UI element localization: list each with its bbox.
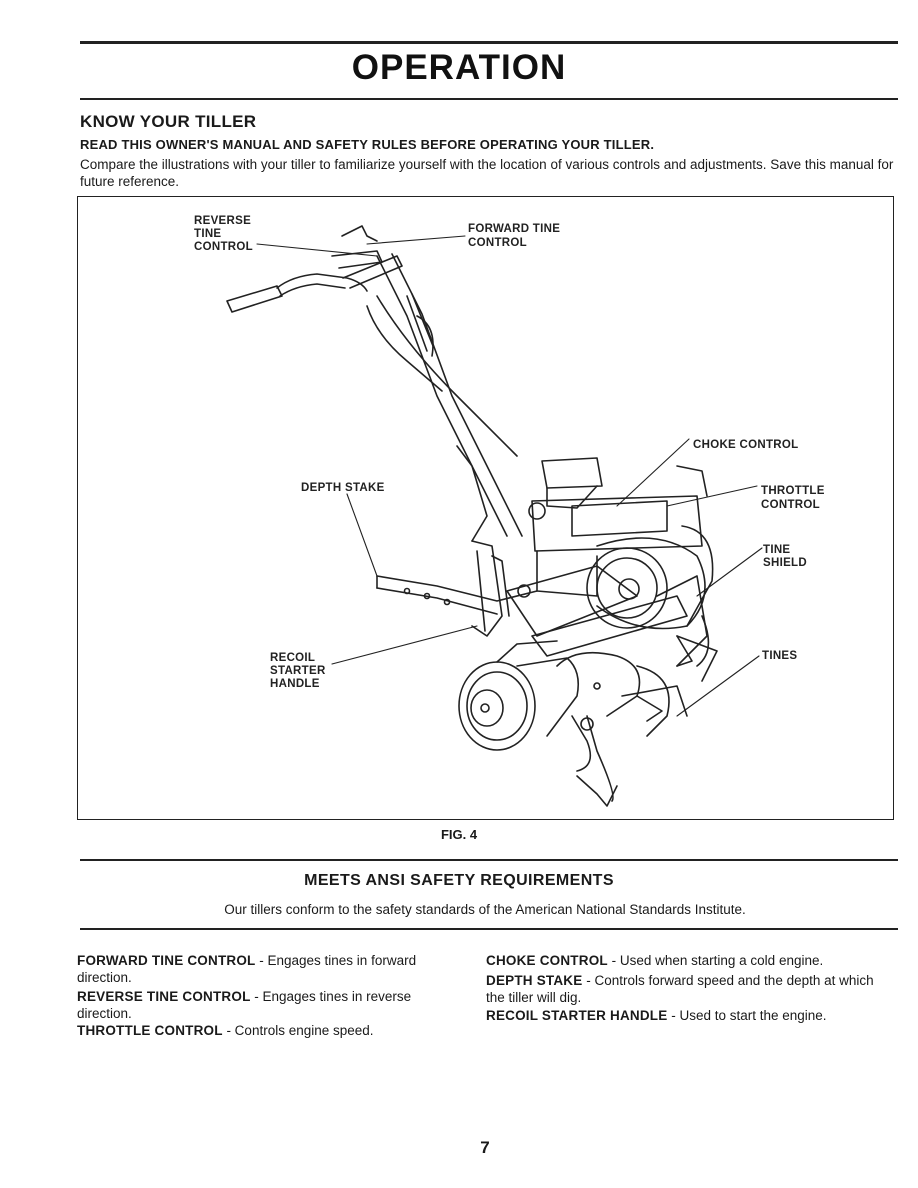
chassis-drawing [376, 540, 710, 667]
label-forward-2: CONTROL [468, 237, 527, 249]
def-choke-term: CHOKE CONTROL [486, 953, 608, 968]
def-recoil-term: RECOIL STARTER HANDLE [486, 1008, 668, 1023]
figure-frame [77, 196, 894, 820]
top-rule [80, 41, 898, 44]
def-depth: DEPTH STAKE - Controls forward speed and… [486, 972, 896, 1006]
label-forward-1: FORWARD TINE [468, 223, 560, 235]
def-forward-desc: - Engages tines in forward direction. [77, 953, 417, 985]
def-throttle: THROTTLE CONTROL - Controls engine speed… [77, 1022, 462, 1039]
label-choke: CHOKE CONTROL [693, 439, 798, 451]
def-reverse: REVERSE TINE CONTROL - Engages tines in … [77, 988, 462, 1022]
def-throttle-term: THROTTLE CONTROL [77, 1023, 223, 1038]
ansi-bottom-rule [80, 928, 898, 930]
def-recoil: RECOIL STARTER HANDLE - Used to start th… [486, 1007, 896, 1024]
label-reverse-1: REVERSE [194, 215, 251, 227]
label-shield-1: TINE [763, 544, 790, 556]
handle-tubes-drawing [366, 253, 523, 542]
label-recoil-3: HANDLE [270, 678, 320, 690]
label-recoil-1: RECOIL [270, 652, 315, 664]
label-throttle-2: CONTROL [761, 499, 820, 511]
page-title: OPERATION [351, 48, 567, 87]
intro-text: Compare the illustrations with your till… [80, 157, 894, 189]
label-tines: TINES [762, 650, 797, 662]
tiller-illustration: REVERSE TINE CONTROL FORWARD TINE CONTRO… [194, 215, 825, 807]
def-depth-term: DEPTH STAKE [486, 973, 583, 988]
title-rule [80, 98, 898, 100]
def-recoil-desc: - Used to start the engine. [667, 1008, 827, 1023]
def-reverse-term: REVERSE TINE CONTROL [77, 989, 251, 1004]
label-recoil-2: STARTER [270, 665, 326, 677]
ansi-top-rule [80, 859, 898, 861]
def-depth-desc: - Controls forward speed and the depth a… [486, 973, 874, 1005]
ansi-body: Our tillers conform to the safety standa… [224, 902, 746, 917]
def-forward: FORWARD TINE CONTROL - Engages tines in … [77, 952, 462, 986]
handlebar-drawing [226, 225, 403, 313]
def-choke: CHOKE CONTROL - Used when starting a col… [486, 952, 896, 969]
leader-lines [256, 235, 763, 717]
figure-labels: REVERSE TINE CONTROL FORWARD TINE CONTRO… [194, 215, 825, 690]
section-heading: KNOW YOUR TILLER [80, 112, 257, 131]
label-throttle-1: THROTTLE [761, 485, 825, 497]
label-depth: DEPTH STAKE [301, 482, 385, 494]
label-reverse-3: CONTROL [194, 241, 253, 253]
label-shield-2: SHIELD [763, 557, 807, 569]
wheel-drawing [458, 640, 580, 751]
figure-caption: FIG. 4 [440, 827, 478, 842]
def-throttle-desc: - Controls engine speed. [222, 1023, 374, 1038]
read-warning: READ THIS OWNER'S MANUAL AND SAFETY RULE… [80, 137, 655, 152]
def-choke-desc: - Used when starting a cold engine. [607, 953, 824, 968]
def-forward-term: FORWARD TINE CONTROL [77, 953, 256, 968]
page-number: 7 [480, 1138, 490, 1157]
def-reverse-desc: - Engages tines in reverse direction. [77, 989, 412, 1021]
tines-drawing [556, 635, 718, 807]
label-reverse-2: TINE [194, 228, 221, 240]
ansi-heading: MEETS ANSI SAFETY REQUIREMENTS [304, 872, 614, 889]
